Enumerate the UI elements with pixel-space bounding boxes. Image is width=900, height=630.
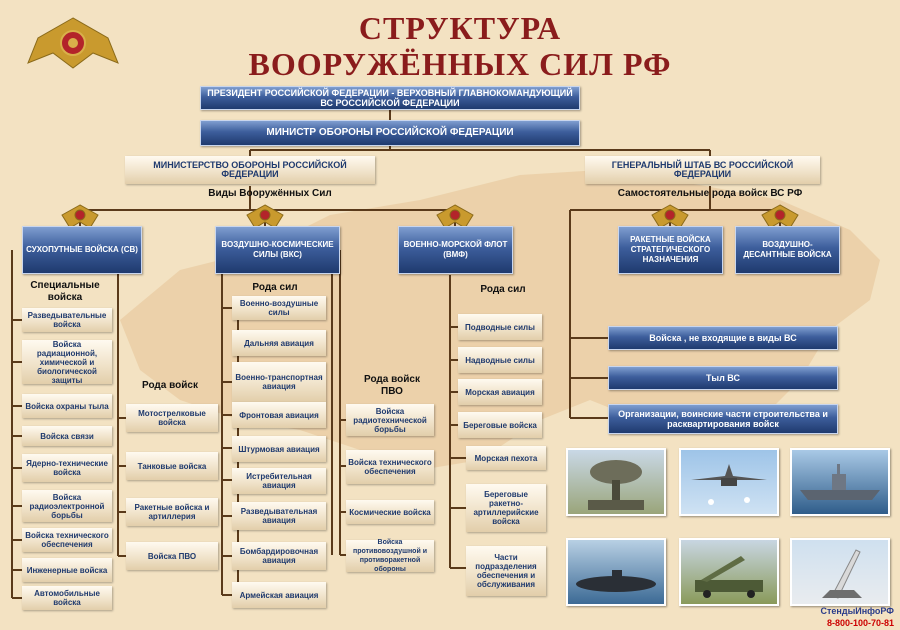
- vks-force-item: Штурмовая авиация: [232, 436, 326, 462]
- branch-vks: ВОЗДУШНО-КОСМИЧЕСКИЕ СИЛЫ (ВКС): [215, 226, 340, 274]
- special-troop-item: Автомобильные войска: [22, 586, 112, 610]
- vks-force-item: Бомбардировочная авиация: [232, 542, 326, 570]
- construction-organizations-box: Организации, воинские части строительств…: [608, 404, 838, 434]
- vmf-force-item: Морская авиация: [458, 379, 542, 405]
- vks-pvo-item: Войска радиотехнической борьбы: [346, 404, 434, 436]
- photo-radar: [566, 448, 666, 516]
- photo-submarine: [566, 538, 666, 606]
- president-box: ПРЕЗИДЕНТ РОССИЙСКОЙ ФЕДЕРАЦИИ - ВЕРХОВН…: [200, 86, 580, 110]
- branch-vdv: ВОЗДУШНО-ДЕСАНТНЫЕ ВОЙСКА: [735, 226, 840, 274]
- vks-force-item: Разведывательная авиация: [232, 502, 326, 530]
- brand-logo: СтендыИнфоРФ: [820, 606, 894, 616]
- vmf-force-item: Части подразделения обеспечения и обслуж…: [466, 546, 546, 596]
- sv-arm-item: Войска ПВО: [126, 542, 218, 570]
- branch-sv: СУХОПУТНЫЕ ВОЙСКА (СВ): [22, 226, 142, 274]
- vmf-forces-label: Рода сил: [480, 284, 526, 295]
- independent-label: Самостоятельные рода войск ВС РФ: [617, 188, 803, 199]
- vmf-force-item: Морская пехота: [466, 446, 546, 470]
- vmf-force-item: Береговые войска: [458, 412, 542, 438]
- vmf-force-item: Подводные силы: [458, 314, 542, 340]
- special-troop-item: Разведывательные войска: [22, 308, 112, 332]
- minister-box: МИНИСТР ОБОРОНЫ РОССИЙСКОЙ ФЕДЕРАЦИИ: [200, 120, 580, 146]
- ministry-box: МИНИСТЕРСТВО ОБОРОНЫ РОССИЙСКОЙ ФЕДЕРАЦИ…: [125, 156, 375, 184]
- vks-force-item: Фронтовая авиация: [232, 402, 326, 428]
- vks-force-item: Военно-транспортная авиация: [232, 362, 326, 402]
- sv-arm-item: Танковые войска: [126, 452, 218, 480]
- photo-aircraft: [679, 448, 779, 516]
- special-troop-item: Войска радиоэлектронной борьбы: [22, 490, 112, 522]
- special-troop-item: Инженерные войска: [22, 558, 112, 582]
- vmf-force-item: Береговые ракетно-артиллерийские войска: [466, 484, 546, 532]
- sv-arm-item: Ракетные войска и артиллерия: [126, 498, 218, 526]
- branch-rvsn: РАКЕТНЫЕ ВОЙСКА СТРАТЕГИЧЕСКОГО НАЗНАЧЕН…: [618, 226, 723, 274]
- special-troop-item: Войска технического обеспечения: [22, 528, 112, 552]
- vmf-force-item: Надводные силы: [458, 347, 542, 373]
- photo-missile-launcher: [679, 538, 779, 606]
- vks-pvo-item: Войска технического обеспечения: [346, 450, 434, 484]
- non-branch-troops-box: Войска , не входящие в виды ВС: [608, 326, 838, 350]
- sv-arm-item: Мотострелковые войска: [126, 404, 218, 432]
- eagle-emblem-icon: [27, 17, 119, 69]
- vks-force-item: Армейская авиация: [232, 582, 326, 608]
- poster-title-line1: СТРУКТУРА: [358, 10, 562, 46]
- branch-vmf: ВОЕННО-МОРСКОЙ ФЛОТ (ВМФ): [398, 226, 513, 274]
- sv-arms-label: Рода войск: [142, 380, 198, 391]
- vks-force-item: Военно-воздушные силы: [232, 296, 326, 320]
- vks-pvo-item: Войска противовоздушной и противоракетно…: [346, 539, 434, 573]
- general-staff-box: ГЕНЕРАЛЬНЫЙ ШТАБ ВС РОССИЙСКОЙ ФЕДЕРАЦИИ: [585, 156, 820, 184]
- vks-forces-label: Рода сил: [252, 282, 298, 293]
- rear-services-box: Тыл ВС: [608, 366, 838, 390]
- vks-force-item: Истребительная авиация: [232, 468, 326, 494]
- brand-phone: 8-800-100-70-81: [826, 618, 894, 628]
- vks-pvo-item: Космические войска: [346, 500, 434, 524]
- vks-pvo-label: Рода войск ПВО: [364, 374, 420, 397]
- vks-force-item: Дальняя авиация: [232, 330, 326, 356]
- photo-warship: [790, 448, 890, 516]
- poster-title-line2: ВООРУЖЁННЫХ СИЛ РФ: [248, 46, 672, 82]
- special-troop-item: Ядерно-технические войска: [22, 454, 112, 482]
- special-troop-item: Войска связи: [22, 426, 112, 446]
- special-troop-item: Войска радиационной, химической и биолог…: [22, 340, 112, 385]
- photo-rocket-launch: [790, 538, 890, 606]
- branches-label: Виды Вооружённых Сил: [208, 188, 332, 199]
- special-troops-label: Специальные войска: [30, 280, 100, 303]
- special-troop-item: Войска охраны тыла: [22, 394, 112, 418]
